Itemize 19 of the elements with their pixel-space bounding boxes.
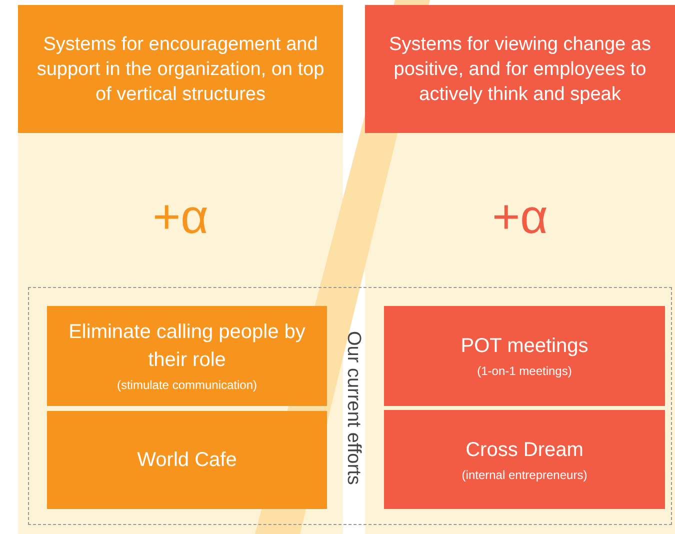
dashed-group-box: [28, 287, 672, 525]
header-text: Systems for viewing change as positive, and for employees to actively think and speak: [388, 32, 652, 106]
effort-title: Eliminate calling people by their role: [68, 320, 306, 373]
effort-box: [47, 306, 327, 406]
group-label: Our current efforts: [342, 330, 365, 487]
effort-note: (1-on-1 meetings): [477, 363, 572, 380]
effort-title: World Cafe: [137, 448, 237, 473]
effort-title: POT meetings: [460, 334, 588, 359]
effort-box: [47, 411, 327, 509]
effort-box: [384, 410, 665, 509]
effort-note: (internal entrepreneurs): [462, 466, 588, 484]
header-box: [18, 5, 343, 133]
plus-alpha-text: +α: [491, 190, 549, 245]
plus-alpha-text: +α: [152, 190, 210, 245]
effort-note: (stimulate communication): [116, 377, 258, 394]
header-text: Systems for encouragement and support in the organization, on top of vertical structures: [36, 32, 326, 106]
header-box: [365, 5, 675, 133]
effort-title: Cross Dream: [466, 438, 584, 462]
effort-box: [384, 306, 665, 406]
